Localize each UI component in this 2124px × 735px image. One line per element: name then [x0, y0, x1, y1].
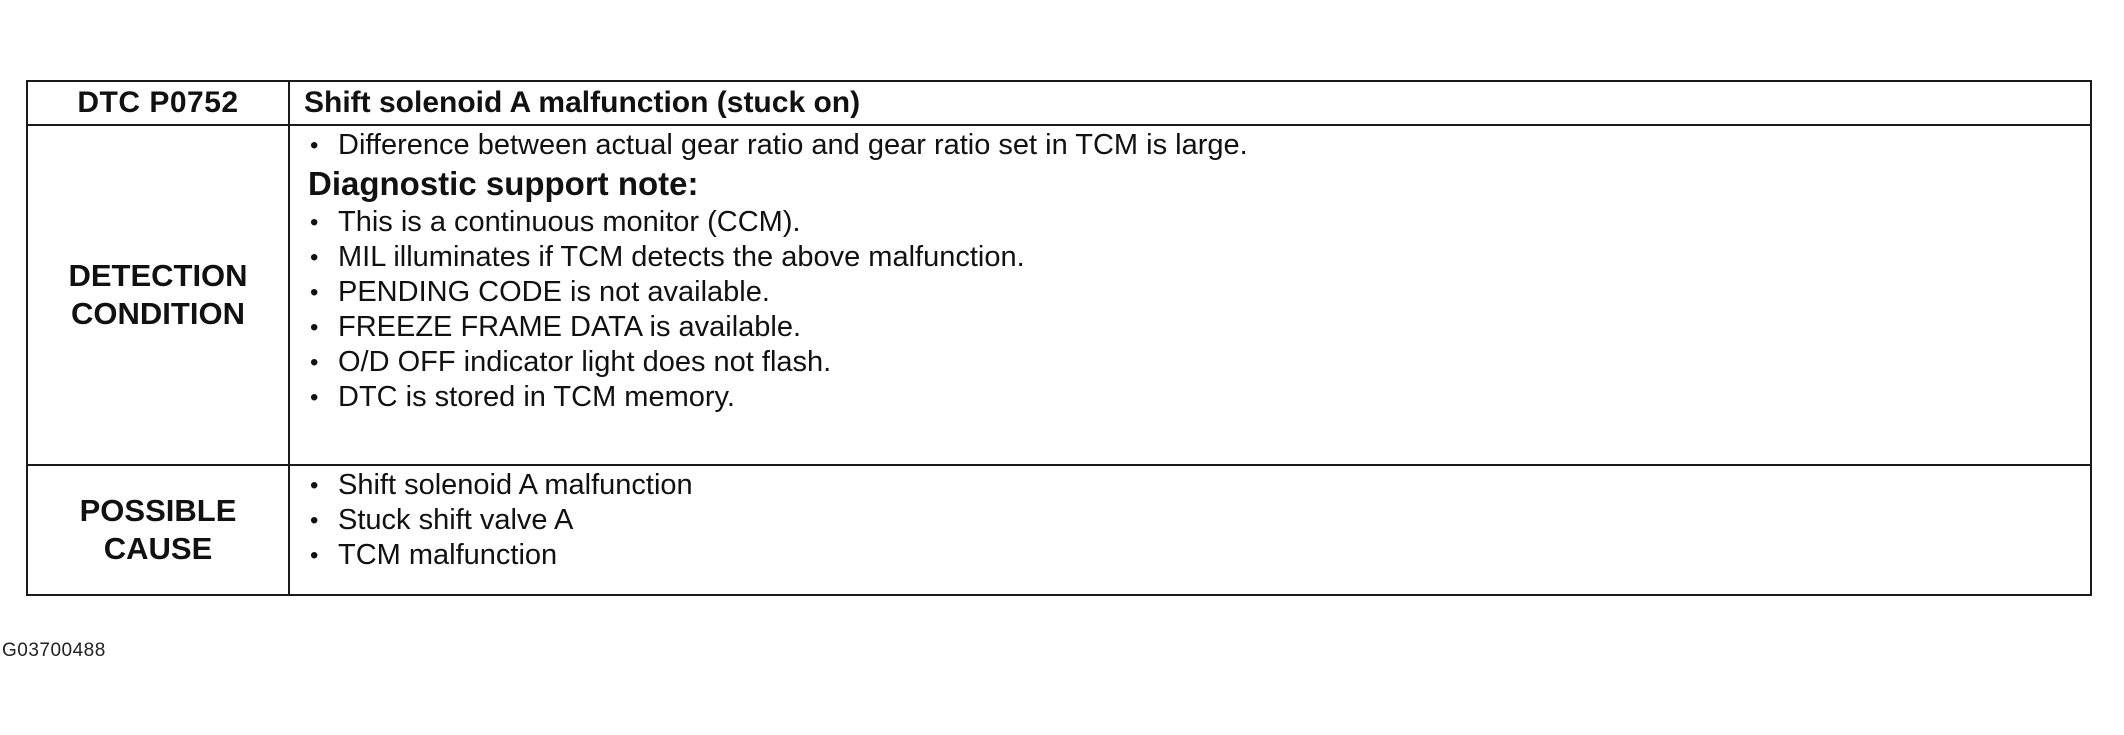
list-item-text: O/D OFF indicator light does not flash.: [338, 346, 832, 378]
list-item: • FREEZE FRAME DATA is available.: [308, 310, 2090, 345]
list-item-text: PENDING CODE is not available.: [338, 276, 770, 308]
dtc-info-table: DTC P0752 Shift solenoid A malfunction (…: [26, 80, 2092, 596]
possible-cause-row: POSSIBLE CAUSE • Shift solenoid A malfunc…: [26, 464, 2092, 596]
dtc-code: DTC P0752: [77, 86, 239, 119]
detection-condition-row: DETECTION CONDITION • Difference between …: [26, 124, 2092, 466]
list-item-text: Shift solenoid A malfunction: [338, 469, 693, 501]
diagnostic-note-list: • This is a continuous monitor (CCM). • MI…: [308, 205, 2090, 415]
cause-label-line1: POSSIBLE: [79, 493, 237, 528]
possible-cause-content: • Shift solenoid A malfunction • Stuck shi…: [288, 464, 2092, 596]
bullet-icon: •: [310, 314, 319, 341]
bullet-icon: •: [310, 244, 319, 271]
dtc-title: Shift solenoid A malfunction (stuck on): [304, 86, 861, 119]
detection-intro-list: • Difference between actual gear ratio an…: [308, 128, 2090, 163]
list-item-text: This is a continuous monitor (CCM).: [338, 206, 801, 238]
detection-condition-label-cell: DETECTION CONDITION: [26, 124, 290, 466]
dtc-title-cell: Shift solenoid A malfunction (stuck on): [288, 80, 2092, 126]
list-item: • Difference between actual gear ratio an…: [308, 128, 2090, 163]
list-item-text: FREEZE FRAME DATA is available.: [338, 311, 802, 343]
list-item-text: DTC is stored in TCM memory.: [338, 381, 735, 413]
list-item: • Shift solenoid A malfunction: [308, 468, 2090, 503]
bullet-icon: •: [310, 384, 319, 411]
list-item: • DTC is stored in TCM memory.: [308, 380, 2090, 415]
dtc-code-cell: DTC P0752: [26, 80, 290, 126]
diagnostic-note-heading: Diagnostic support note:: [308, 165, 699, 202]
list-item: • PENDING CODE is not available.: [308, 275, 2090, 310]
list-item-text: Stuck shift valve A: [338, 504, 574, 536]
possible-cause-list: • Shift solenoid A malfunction • Stuck shi…: [308, 468, 2090, 573]
figure-id: G03700488: [2, 640, 106, 661]
detection-condition-content: • Difference between actual gear ratio an…: [288, 124, 2092, 466]
bullet-icon: •: [310, 349, 319, 376]
list-item-text: TCM malfunction: [338, 539, 558, 571]
bullet-icon: •: [310, 132, 319, 159]
list-item: • O/D OFF indicator light does not flash.: [308, 345, 2090, 380]
list-item-text: MIL illuminates if TCM detects the above…: [338, 241, 1025, 273]
bullet-icon: •: [310, 279, 319, 306]
detection-label-line1: DETECTION: [68, 258, 248, 293]
bullet-icon: •: [310, 209, 319, 236]
list-item: • TCM malfunction: [308, 538, 2090, 573]
table-header-row: DTC P0752 Shift solenoid A malfunction (…: [26, 80, 2092, 126]
bullet-icon: •: [310, 542, 319, 569]
possible-cause-label-cell: POSSIBLE CAUSE: [26, 464, 290, 596]
detection-label-line2: CONDITION: [71, 296, 245, 331]
list-item: • MIL illuminates if TCM detects the abov…: [308, 240, 2090, 275]
list-item: • Stuck shift valve A: [308, 503, 2090, 538]
list-item-text: Difference between actual gear ratio and…: [338, 129, 1248, 161]
cause-label-line2: CAUSE: [103, 531, 213, 566]
list-item: • This is a continuous monitor (CCM).: [308, 205, 2090, 240]
bullet-icon: •: [310, 472, 319, 499]
bullet-icon: •: [310, 507, 319, 534]
